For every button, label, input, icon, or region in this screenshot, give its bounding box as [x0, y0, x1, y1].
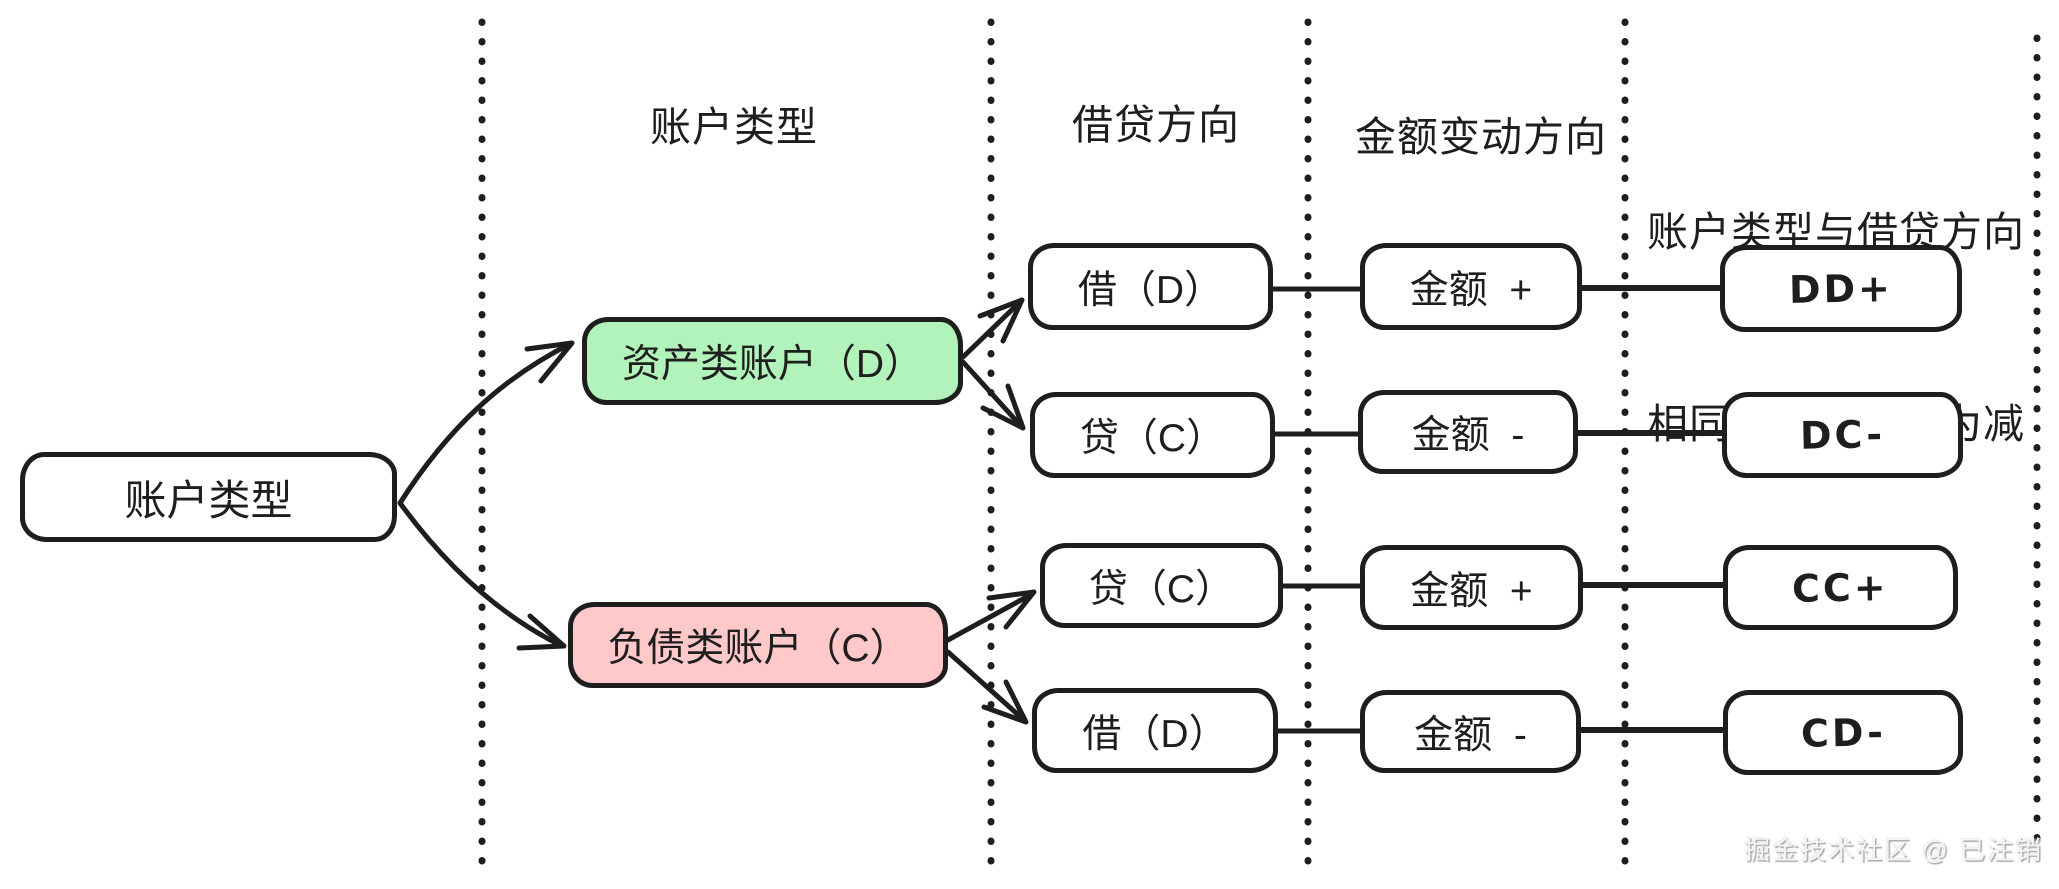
- node-direction-debit-2-label: 借（D）: [1082, 712, 1228, 756]
- node-direction-credit-2-label: 贷（C）: [1088, 567, 1235, 611]
- node-direction-credit-2: 贷（C）: [1040, 543, 1283, 628]
- node-amount-plus-1-label: 金额 +: [1409, 268, 1533, 312]
- arrow-root-to-liability: [397, 500, 567, 651]
- node-result-cc-plus-label: CC+: [1791, 564, 1890, 611]
- node-amount-plus-1: 金额 +: [1360, 243, 1582, 330]
- node-liability-account-label: 负债类账户（C）: [607, 627, 909, 670]
- node-amount-minus-1: 金额 -: [1358, 390, 1578, 474]
- column-header-debit-credit-direction: 借贷方向: [1072, 102, 1240, 148]
- column-header-amount-change-direction: 金额变动方向: [1355, 114, 1607, 160]
- node-account-type-root: 账户类型: [20, 452, 397, 542]
- node-result-cd-minus: CD-: [1723, 690, 1963, 775]
- node-direction-debit-1: 借（D）: [1028, 243, 1273, 330]
- arrow-liability-to-credit: [945, 589, 1037, 643]
- node-result-dc-minus: DC-: [1722, 392, 1963, 478]
- node-amount-minus-2: 金额 -: [1360, 690, 1581, 773]
- node-result-cc-plus: CC+: [1723, 545, 1958, 630]
- node-amount-plus-2: 金额 +: [1360, 545, 1583, 630]
- node-amount-plus-2-label: 金额 +: [1410, 569, 1533, 613]
- arrow-liability-to-debit: [945, 649, 1029, 725]
- node-result-dd-plus-label: DD+: [1788, 265, 1894, 312]
- node-result-dc-minus-label: DC-: [1799, 412, 1886, 458]
- node-direction-credit-1: 贷（C）: [1030, 392, 1275, 478]
- node-amount-minus-1-label: 金额 -: [1411, 414, 1525, 457]
- node-direction-debit-1-label: 借（D）: [1077, 268, 1224, 312]
- watermark-text: 掘金技术社区 @ 已注销: [1744, 835, 2043, 865]
- arrow-asset-to-debit: [960, 297, 1025, 360]
- node-result-cd-minus-label: CD-: [1800, 709, 1886, 756]
- node-account-type-root-label: 账户类型: [124, 476, 293, 524]
- node-liability-account: 负债类账户（C）: [568, 602, 948, 688]
- node-result-dd-plus: DD+: [1720, 245, 1962, 332]
- arrow-root-to-asset: [397, 340, 575, 506]
- column-header-account-type: 账户类型: [650, 104, 818, 150]
- node-direction-debit-2: 借（D）: [1032, 688, 1278, 773]
- node-asset-account: 资产类账户（D）: [582, 317, 963, 405]
- arrow-asset-to-credit: [960, 359, 1026, 431]
- node-amount-minus-2-label: 金额 -: [1414, 713, 1527, 757]
- node-asset-account-label: 资产类账户（D）: [621, 343, 924, 386]
- node-direction-credit-1-label: 贷（C）: [1079, 417, 1226, 460]
